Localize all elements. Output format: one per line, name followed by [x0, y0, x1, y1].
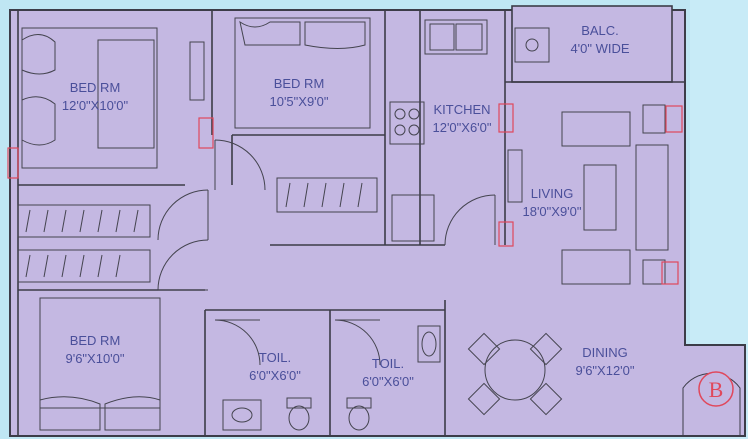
bed1-name: BED RM — [70, 80, 121, 95]
dining-name: DINING — [582, 345, 628, 360]
toilet2-size: 6'0"X6'0" — [362, 374, 414, 389]
balcony-name: BALC. — [581, 23, 619, 38]
bed2-size: 10'5"X9'0" — [269, 94, 328, 109]
bed2-name: BED RM — [274, 76, 325, 91]
kitchen-size: 12'0"X6'0" — [432, 120, 491, 135]
living-furniture — [561, 104, 669, 285]
toilet1-name: TOIL. — [259, 350, 291, 365]
wardrobes — [17, 177, 378, 283]
dining-size: 9'6"X12'0" — [575, 363, 634, 378]
bed3-name: BED RM — [70, 333, 121, 348]
living-size: 18'0"X9'0" — [522, 204, 581, 219]
windows — [7, 41, 683, 285]
bed-furniture — [21, 17, 371, 431]
toilet2-name: TOIL. — [372, 356, 404, 371]
room-labels: BED RM 12'0"X10'0" BED RM 10'5"X9'0" BED… — [62, 23, 635, 389]
door-arcs — [157, 139, 496, 366]
bed1-size: 12'0"X10'0" — [62, 98, 129, 113]
floor-area — [9, 9, 746, 437]
walls — [17, 10, 685, 436]
living-name: LIVING — [531, 186, 574, 201]
toilet-fittings — [222, 325, 441, 431]
kitchen-fittings — [389, 19, 550, 242]
kitchen-name: KITCHEN — [433, 102, 490, 117]
unit-marker-label: B — [709, 377, 724, 402]
toilet1-size: 6'0"X6'0" — [249, 368, 301, 383]
bed3-size: 9'6"X10'0" — [65, 351, 124, 366]
dining-set — [467, 332, 563, 416]
balcony-size: 4'0" WIDE — [570, 41, 629, 56]
unit-marker: B — [682, 371, 741, 437]
